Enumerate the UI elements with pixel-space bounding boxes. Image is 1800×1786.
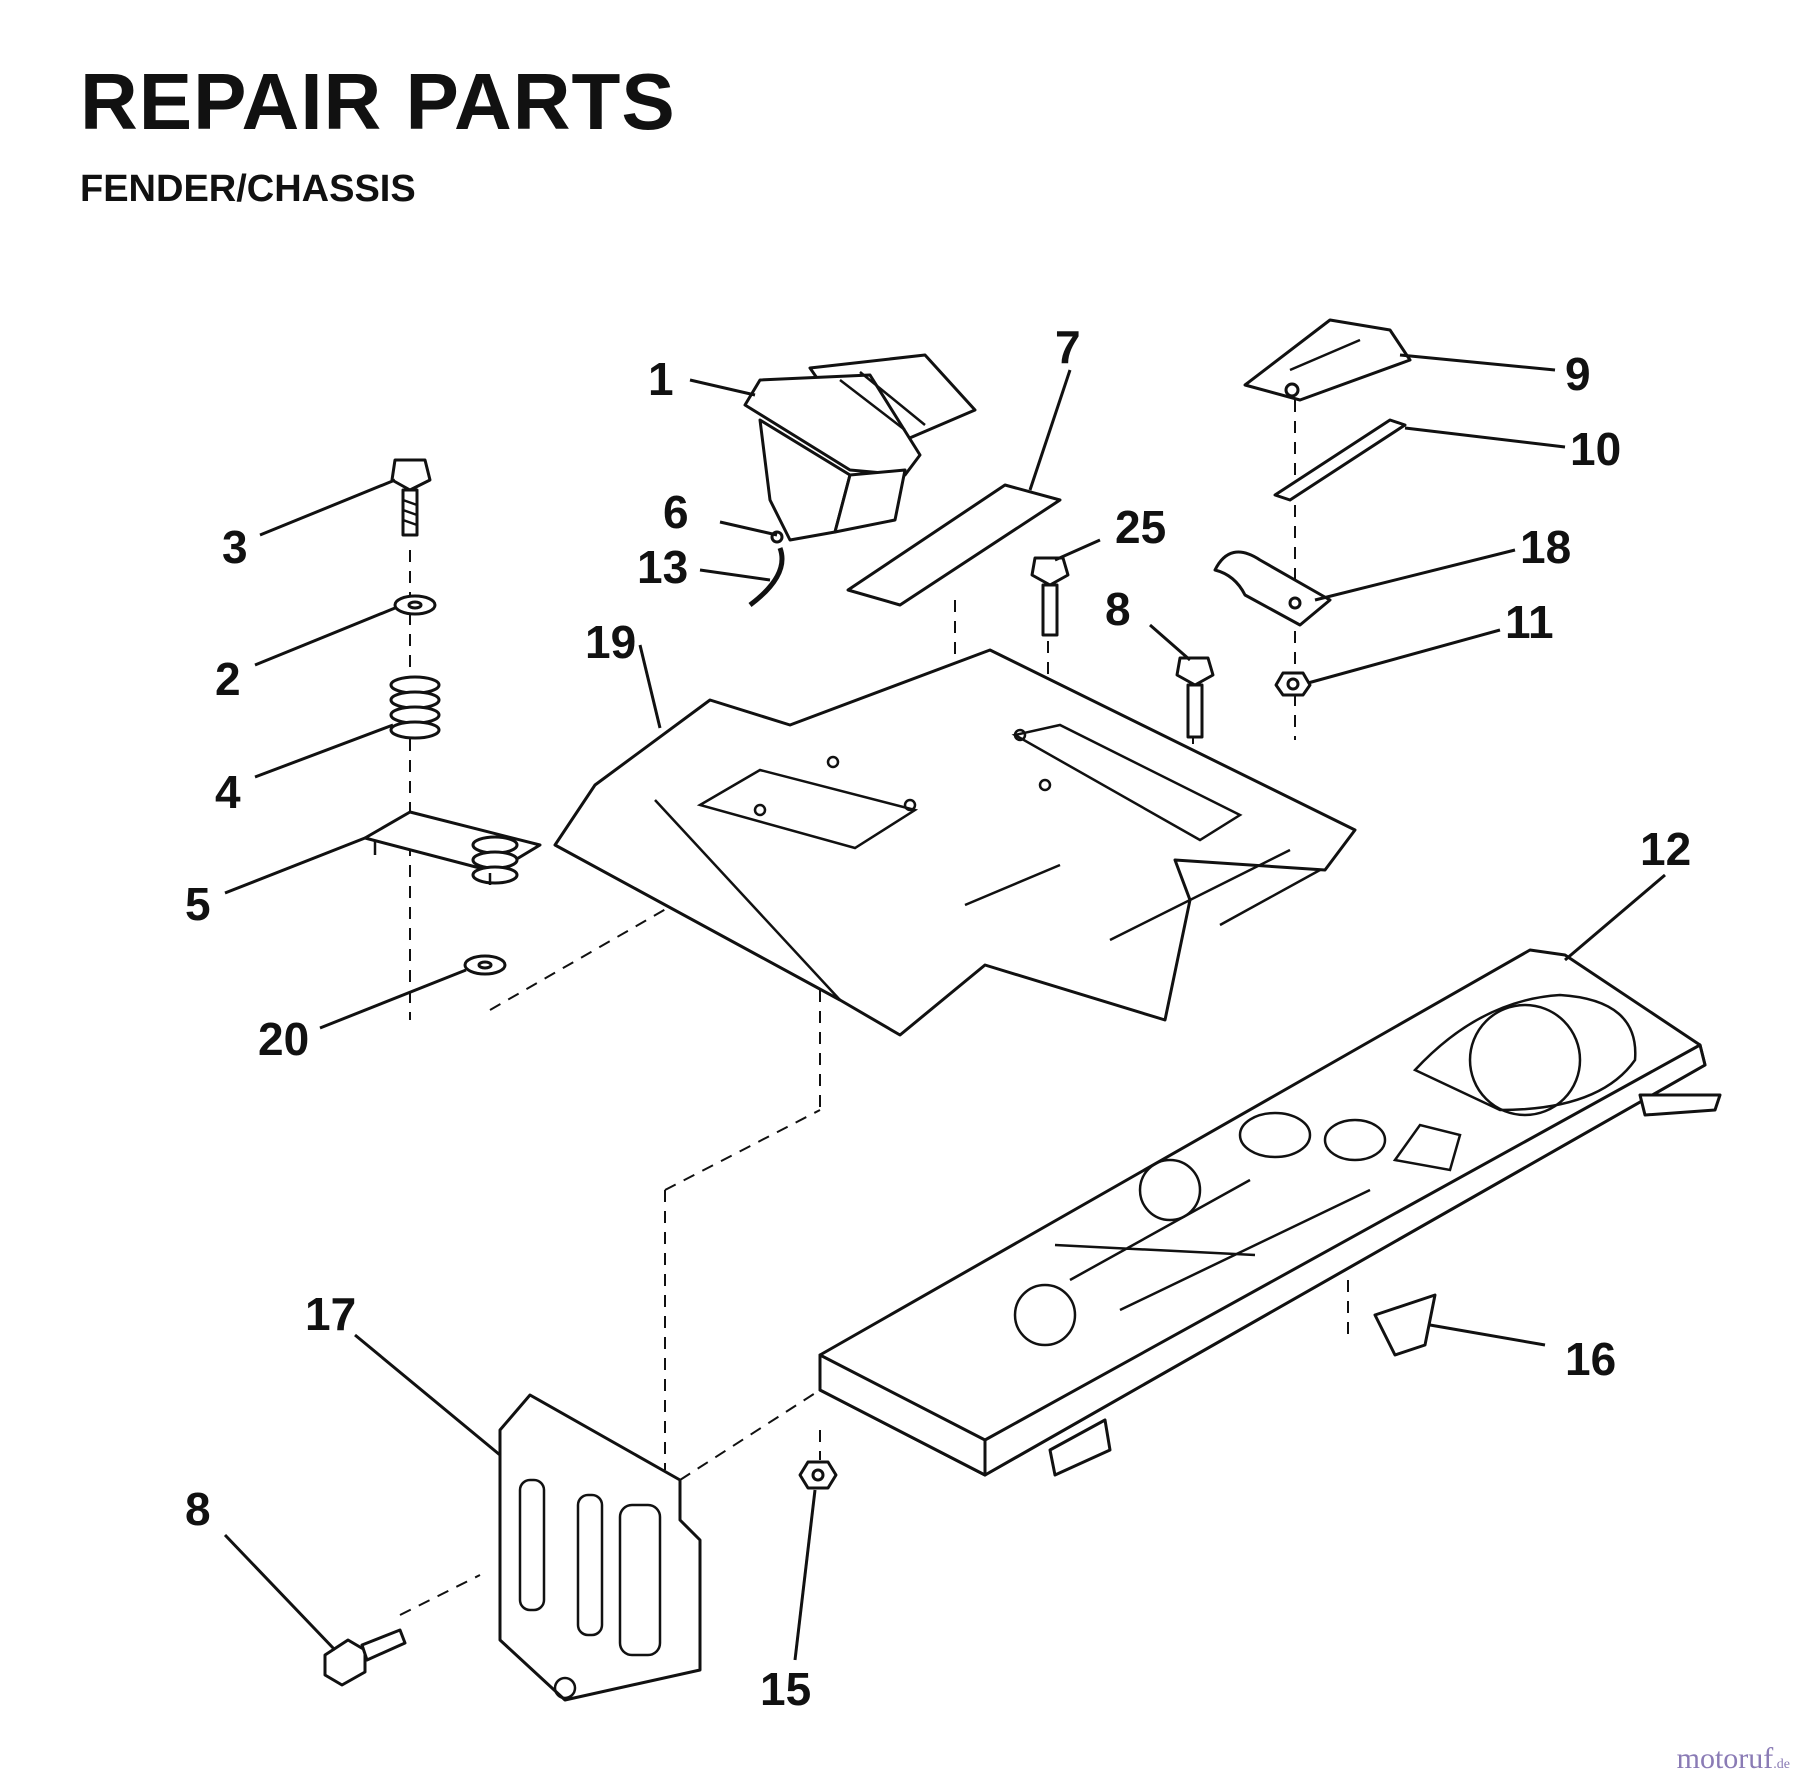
part-17-front-plate (498, 1393, 702, 1702)
part-8-lower-bolt (323, 1628, 407, 1687)
callout-17: 17 (305, 1288, 356, 1340)
callout-5: 5 (185, 878, 211, 930)
callout-7: 7 (1055, 321, 1081, 373)
callout-16: 16 (1565, 1333, 1616, 1385)
callout-11: 11 (1505, 596, 1554, 648)
part-10-plate (1273, 418, 1407, 502)
part-2-washer (393, 594, 437, 616)
part-15-nut (798, 1460, 838, 1490)
page-title: REPAIR PARTS (80, 57, 676, 146)
callout-18: 18 (1520, 521, 1571, 573)
callout-2: 2 (215, 653, 241, 705)
part-3-bolt (390, 458, 432, 537)
leader-lines (223, 353, 1666, 1661)
callout-13: 13 (637, 541, 688, 593)
part-1-tray (743, 353, 977, 542)
callout-25: 25 (1115, 501, 1166, 553)
watermark-logo: motoruf.de (1677, 1742, 1790, 1776)
part-5-seat-plate (363, 810, 542, 885)
callout-labels: 1 7 6 13 25 8 9 10 18 11 19 3 2 4 5 20 1… (185, 321, 1691, 1715)
part-16-clip (1373, 1293, 1437, 1357)
callout-6: 6 (663, 486, 689, 538)
part-9-bracket (1243, 318, 1412, 402)
part-7-decal (846, 483, 1062, 607)
part-20-washer (463, 954, 507, 976)
callout-20: 20 (258, 1013, 309, 1065)
part-12-chassis (818, 948, 1722, 1477)
callout-8-upper: 8 (1105, 583, 1131, 635)
callout-9: 9 (1565, 348, 1591, 400)
callout-3: 3 (222, 521, 248, 573)
part-18-clamp (1213, 550, 1332, 627)
callout-10: 10 (1570, 423, 1621, 475)
callout-4: 4 (215, 766, 241, 818)
part-25-bolt (1030, 556, 1070, 637)
part-4-spring (389, 675, 441, 740)
callout-12: 12 (1640, 823, 1691, 875)
watermark-name: motoruf (1676, 1742, 1774, 1775)
page-subtitle: FENDER/CHASSIS (80, 168, 416, 210)
part-8-upper-bolt (1175, 656, 1215, 739)
watermark-tld: .de (1773, 1757, 1790, 1772)
callout-15: 15 (760, 1663, 811, 1715)
part-19-fender (553, 648, 1357, 1037)
callout-8-lower: 8 (185, 1483, 211, 1535)
part-6-13-hose (748, 530, 785, 607)
callout-19: 19 (585, 616, 636, 668)
part-11-nut (1274, 671, 1312, 697)
callout-1: 1 (648, 353, 674, 405)
